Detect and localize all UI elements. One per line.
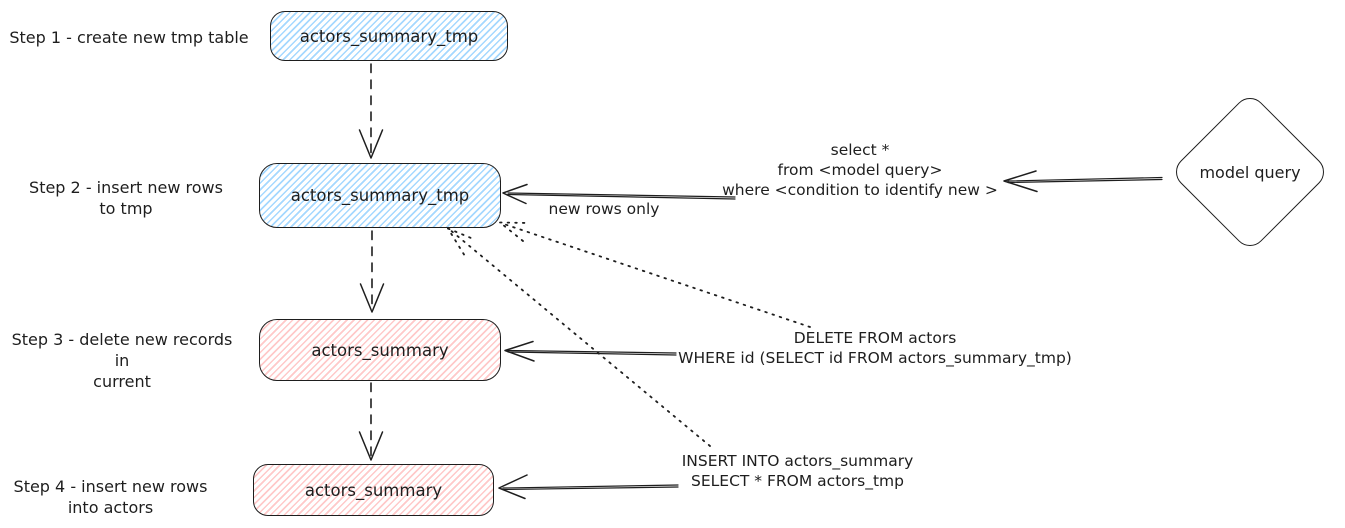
new-rows-only-label: new rows only bbox=[548, 200, 660, 218]
step3-label: Step 3 - delete new records in current bbox=[11, 330, 233, 391]
model-query-label: model query bbox=[1199, 163, 1301, 182]
node-tmp-table-step1[interactable]: actors_summary_tmp bbox=[270, 11, 508, 61]
delete-query-text: DELETE FROM actors WHERE id (SELECT id F… bbox=[678, 329, 1072, 367]
insert-query-text: INSERT INTO actors_summary SELECT * FROM… bbox=[681, 452, 914, 490]
arrow-step3-to-step4 bbox=[358, 382, 384, 461]
step1-label: Step 1 - create new tmp table bbox=[9, 28, 249, 47]
node-summary-table-step4-text: actors_summary bbox=[304, 480, 443, 500]
arrow-step1-to-step2 bbox=[358, 63, 384, 159]
dotted-arrow-delete-to-step2 bbox=[499, 221, 811, 328]
step4-label: Step 4 - insert new rows into actors bbox=[13, 477, 208, 517]
node-tmp-table-step1-text: actors_summary_tmp bbox=[299, 26, 479, 46]
node-tmp-table-step2[interactable]: actors_summary_tmp bbox=[259, 163, 501, 228]
node-tmp-table-step2-text: actors_summary_tmp bbox=[290, 186, 470, 205]
step2-label: Step 2 - insert new rows to tmp bbox=[29, 178, 223, 218]
arrow-delete-to-step3 bbox=[504, 340, 677, 362]
node-summary-table-step4[interactable]: actors_summary bbox=[253, 464, 494, 516]
arrow-step2-to-step3 bbox=[359, 230, 385, 313]
node-summary-table-step3[interactable]: actors_summary bbox=[259, 319, 501, 381]
select-query-text: select * from <model query> where <condi… bbox=[722, 141, 998, 199]
node-summary-table-step3-text: actors_summary bbox=[311, 340, 449, 360]
arrow-diamond-to-select bbox=[1003, 170, 1163, 193]
